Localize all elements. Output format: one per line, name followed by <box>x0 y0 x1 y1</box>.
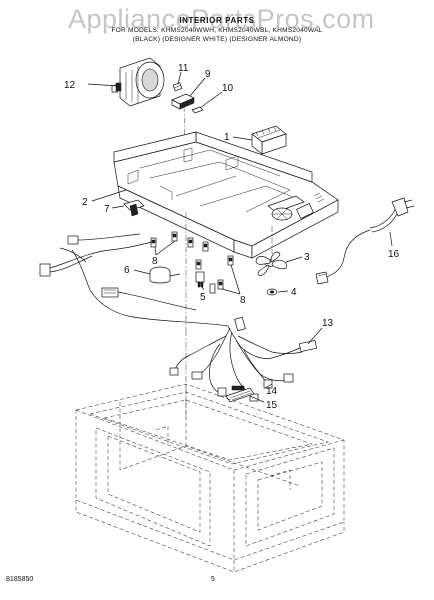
leader-11 <box>177 71 182 85</box>
leader-9 <box>189 77 206 97</box>
part-13-wire-harness[interactable] <box>169 316 318 403</box>
callout-11: 11 <box>178 63 189 74</box>
leader-8b-1 <box>230 264 241 295</box>
part-2-base-plate[interactable] <box>113 131 339 259</box>
leader-10 <box>199 91 223 109</box>
part-9-thermal-cutoff[interactable] <box>171 93 195 110</box>
leader-16 <box>389 231 393 247</box>
leader-8b-2 <box>221 288 241 295</box>
leader-14 <box>264 383 273 389</box>
callout-15: 15 <box>266 400 278 411</box>
leader-5 <box>199 282 205 291</box>
callout-13: 13 <box>322 318 334 329</box>
diagram-title: INTERIOR PARTS <box>179 16 255 25</box>
callout-2: 2 <box>82 197 88 208</box>
harness-left-branch <box>39 233 229 327</box>
part-3-fan-blade[interactable] <box>255 251 287 276</box>
model-list: FOR MODELS: KHMS2040WWH, KHMS2040WBL, KH… <box>111 27 323 34</box>
oven-cabinet-outline <box>75 383 345 573</box>
part-4-washer[interactable] <box>266 288 278 296</box>
leader-3 <box>285 256 303 263</box>
leader-4 <box>277 290 289 293</box>
leader-1 <box>232 136 253 141</box>
part-5-switch[interactable] <box>195 271 205 288</box>
document-number: 8185850 <box>6 576 34 583</box>
callout-6: 6 <box>124 265 130 276</box>
leader-15 <box>249 395 265 403</box>
part-11-clip[interactable] <box>172 82 183 92</box>
page-number: 5 <box>211 576 215 583</box>
part-1-relay-board[interactable] <box>251 125 287 155</box>
callout-3: 3 <box>304 252 310 263</box>
callout-8-upper: 8 <box>152 256 158 267</box>
leader-8a-2 <box>155 240 176 256</box>
leader-8a-1 <box>154 246 157 256</box>
part-8-terminal-connectors[interactable] <box>150 231 234 294</box>
watermark: AppliancePartsPros.com <box>68 4 375 34</box>
callout-14: 14 <box>266 386 278 397</box>
leader-6 <box>133 269 151 275</box>
leader-7 <box>111 205 125 209</box>
part-6-thermal-component[interactable] <box>149 266 181 284</box>
callout-12: 12 <box>64 80 76 91</box>
leader-13 <box>307 327 323 345</box>
part-16-power-cord[interactable] <box>315 197 415 285</box>
color-list: (BLACK) (DESIGNER WHITE) (DESIGNER ALMON… <box>132 36 302 43</box>
part-7-fastener[interactable] <box>123 199 145 217</box>
leader-12 <box>87 83 119 87</box>
callout-7: 7 <box>104 204 110 215</box>
callout-4: 4 <box>291 287 297 298</box>
part-12-blower-motor[interactable] <box>111 57 165 107</box>
callout-9: 9 <box>205 69 211 80</box>
callout-16: 16 <box>388 249 400 260</box>
part-10-spacer[interactable] <box>191 106 204 114</box>
callout-5: 5 <box>200 292 206 303</box>
callout-10: 10 <box>222 83 234 94</box>
callout-1: 1 <box>224 132 230 143</box>
leader-2 <box>91 189 127 202</box>
callout-8-lower: 8 <box>240 295 246 306</box>
